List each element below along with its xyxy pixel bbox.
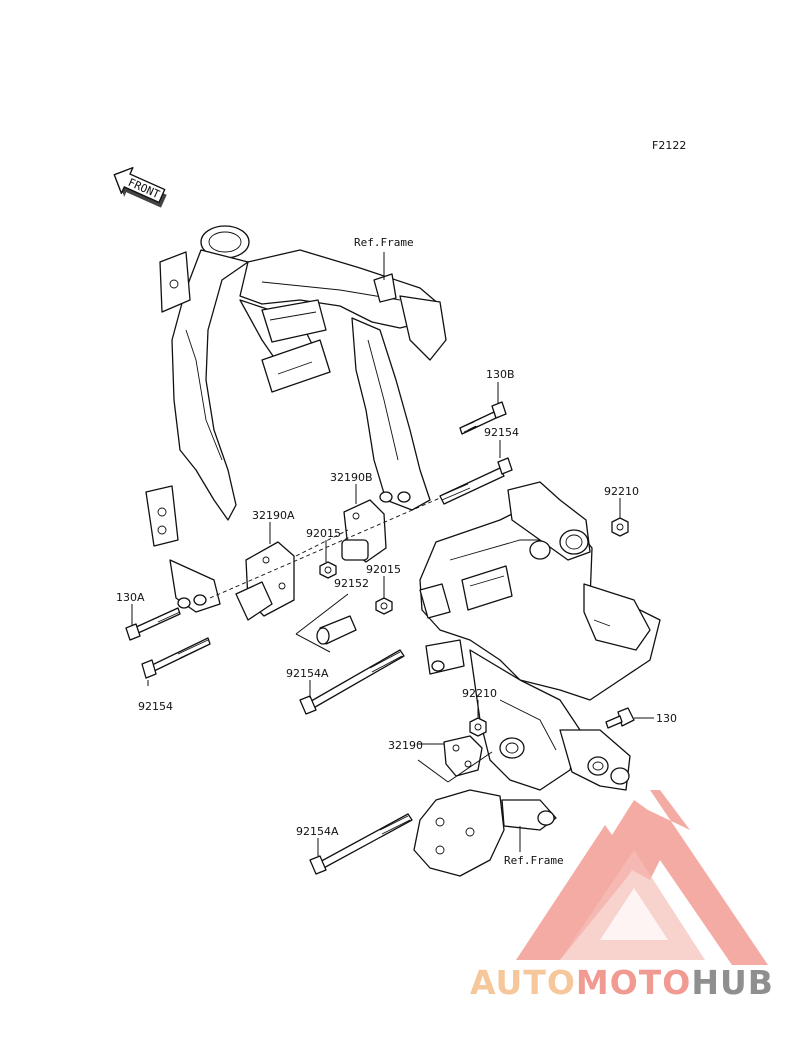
bolt-92154-left [141,637,211,679]
part-label-92015-left: 92015 [306,527,341,540]
bolt-92154-upper [439,457,513,505]
bolt-130a [125,607,181,641]
bolt-130b [459,401,507,435]
watermark-hub: HUB [691,963,774,1002]
watermark-auto: AUTO [470,963,576,1002]
part-label-92015-right: 92015 [366,563,401,576]
part-label-92154-upper: 92154 [484,426,519,439]
watermark-moto: MOTO [576,963,691,1002]
part-label-130b: 130B [486,368,515,381]
part-label-92154a-lower: 92154A [296,825,339,838]
part-label-92210-lower: 92210 [462,687,497,700]
part-label-92152: 92152 [334,577,369,590]
part-label-32190b: 32190B [330,471,373,484]
bolt-92154a-lower [309,813,413,875]
ref-frame-label-top: Ref.Frame [354,236,414,249]
part-label-130a: 130A [116,591,145,604]
bolt-92154a-middle [299,649,405,715]
part-label-92154a-middle: 92154A [286,667,329,680]
diagram-code: F2122 [652,139,686,152]
engine-subframe-drawing [413,481,661,877]
bracket-32190a [235,541,295,621]
part-label-130: 130 [656,712,677,725]
part-label-92154-left: 92154 [138,700,173,713]
collar-92152 [316,615,357,645]
watermark-logo [516,790,768,965]
nut-92210-upper [611,517,629,537]
bolt-130 [605,707,635,729]
nut-92015-right [375,597,393,615]
leader-lines [131,382,654,856]
bracket-32190b [341,499,387,563]
bracket-32190 [443,735,483,777]
main-frame-drawing [145,225,447,613]
ref-frame-label-bottom: Ref.Frame [504,854,564,867]
part-label-92210-upper: 92210 [604,485,639,498]
nut-92210-lower [469,717,487,737]
part-label-32190: 32190 [388,739,423,752]
part-label-32190a: 32190A [252,509,295,522]
watermark-text: AUTOMOTOHUB [470,963,774,1002]
front-arrow-icon: FRONT [113,167,167,208]
nut-92015-left [319,561,337,579]
